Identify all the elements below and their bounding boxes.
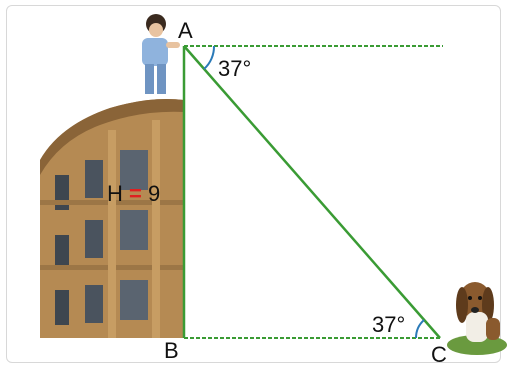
building-illustration	[40, 99, 184, 338]
segment-ac	[183, 45, 441, 339]
angle-label-a: 37°	[218, 56, 251, 81]
child-figure	[142, 14, 180, 94]
point-label-a: A	[178, 18, 193, 43]
point-label-b: B	[164, 338, 179, 363]
height-value: 9	[148, 181, 160, 206]
point-label-c: C	[431, 342, 447, 367]
dog-figure	[447, 282, 507, 355]
height-label: H = 9	[107, 181, 160, 206]
height-prefix: H	[107, 181, 123, 206]
height-eq: =	[129, 181, 142, 206]
angle-arc-a	[203, 45, 216, 70]
angle-label-c: 37°	[372, 312, 405, 337]
angle-arc-c	[414, 319, 425, 339]
